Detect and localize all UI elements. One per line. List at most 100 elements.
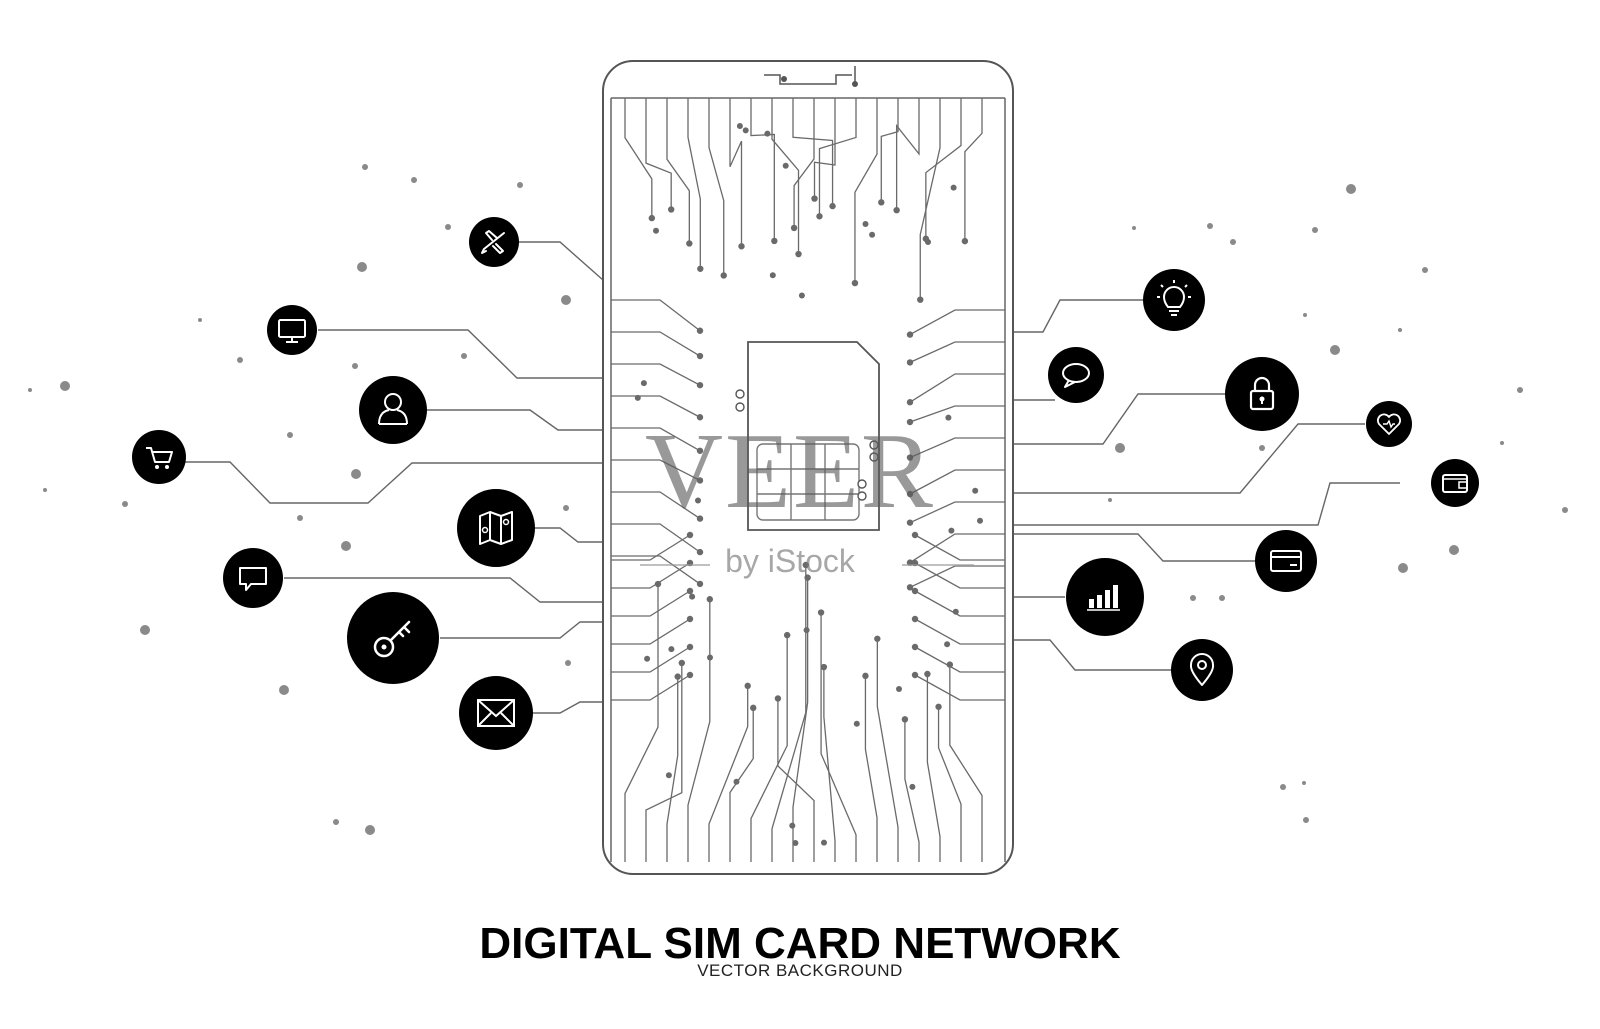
circuit-trace <box>914 590 1005 617</box>
background-dot <box>297 515 303 521</box>
background-dot <box>357 262 367 272</box>
circuit-trace <box>904 719 920 862</box>
background-dot <box>1422 267 1428 273</box>
circuit-trace <box>909 309 1005 336</box>
circuit-node <box>764 130 771 137</box>
circuit-trace <box>729 98 743 247</box>
circuit-node <box>696 548 704 556</box>
circuit-node <box>906 399 914 406</box>
circuit-trace <box>919 98 941 300</box>
circuit-trace <box>611 427 701 452</box>
background-dot <box>122 501 128 507</box>
circuit-node <box>906 359 914 366</box>
circuit-node <box>697 265 704 272</box>
circuit-trace <box>611 562 691 589</box>
background-dot <box>352 363 358 369</box>
circuit-trace <box>708 685 749 862</box>
circuit-node <box>686 615 694 623</box>
circuit-trace <box>645 98 672 210</box>
circuit-trace <box>611 299 701 332</box>
circuit-node <box>738 243 745 250</box>
circuit-trace <box>611 491 701 520</box>
circuit-node <box>790 224 798 232</box>
circuit-node <box>689 593 696 600</box>
circuit-node <box>874 635 881 642</box>
circuit-trace <box>611 395 701 418</box>
circuit-node <box>696 414 704 421</box>
circuit-node <box>911 671 919 679</box>
circuit-trace <box>792 577 809 862</box>
speech-bubble-icon <box>1048 347 1104 403</box>
circuit-node <box>817 609 825 616</box>
background-dot <box>1115 443 1125 453</box>
circuit-node <box>795 250 802 258</box>
circuit-node <box>862 672 869 680</box>
circuit-node <box>925 239 931 245</box>
circuit-node <box>906 519 914 526</box>
watermark-rule-right <box>902 564 974 566</box>
circuit-node <box>696 447 704 454</box>
circuit-node <box>742 127 749 134</box>
circuit-trace <box>914 646 1005 673</box>
circuit-trace <box>777 698 815 862</box>
circuit-node <box>804 574 811 581</box>
background-dot <box>1562 507 1568 513</box>
circuit-node <box>640 380 647 387</box>
circuit-node <box>686 587 694 595</box>
circuit-node <box>674 673 681 680</box>
airplane-icon <box>469 217 519 267</box>
circuit-trace <box>914 562 1005 589</box>
circuit-node <box>706 596 714 603</box>
circuit-node <box>816 213 823 220</box>
background-dot <box>341 541 351 551</box>
background-dot <box>28 388 32 392</box>
circuit-trace <box>611 618 691 645</box>
circuit-node <box>686 643 694 651</box>
circuit-node <box>948 527 955 534</box>
background-dot <box>1303 313 1307 317</box>
circuit-trace <box>611 363 701 386</box>
circuit-node <box>769 272 776 279</box>
circuit-node <box>665 772 672 779</box>
circuit-trace <box>909 501 1005 524</box>
circuit-node <box>972 487 979 494</box>
background-dot <box>333 819 339 825</box>
circuit-node <box>696 381 704 389</box>
circuit-trace <box>793 98 815 228</box>
circuit-node <box>946 661 954 668</box>
key-icon <box>347 592 439 684</box>
background-dot <box>411 177 417 183</box>
circuit-trace <box>750 98 775 241</box>
background-dot <box>362 164 368 170</box>
background-dot <box>1517 387 1523 393</box>
circuit-trace <box>611 331 701 357</box>
background-dot <box>1190 595 1196 601</box>
background-dots <box>28 164 1568 835</box>
background-dot <box>561 295 571 305</box>
circuit-trace <box>792 98 834 207</box>
background-dot <box>365 825 375 835</box>
background-dot <box>1108 498 1112 502</box>
circuit-node <box>911 587 919 595</box>
circuit-trace <box>771 98 800 255</box>
circuit-node <box>802 561 809 569</box>
background-dot <box>1132 226 1136 230</box>
circuit-node <box>686 531 694 539</box>
circuit-node <box>696 327 704 334</box>
padlock-icon <box>1225 357 1299 431</box>
circuit-nodes <box>634 123 983 846</box>
circuit-trace <box>818 98 857 217</box>
circuit-node <box>909 783 916 790</box>
circuit-node <box>896 686 902 692</box>
circuit-trace <box>895 98 920 211</box>
circuit-node <box>783 631 791 639</box>
circuit-node <box>667 206 675 213</box>
circuit-node <box>750 704 757 712</box>
background-dot <box>1398 563 1408 573</box>
circuit-node <box>654 580 662 588</box>
location-pin-icon <box>1171 639 1233 701</box>
circuit-trace <box>909 469 1005 495</box>
background-dot <box>517 182 523 188</box>
circuit-trace <box>909 565 1005 588</box>
